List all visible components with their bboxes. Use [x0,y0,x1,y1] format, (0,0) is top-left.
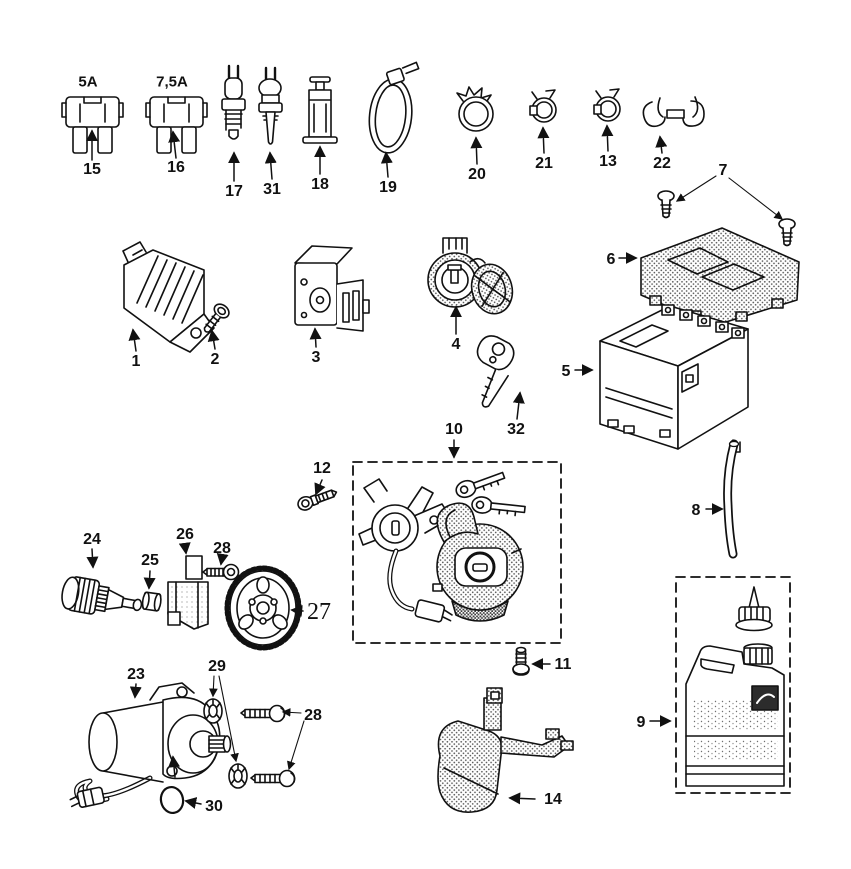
part-ecu-cover-6 [640,227,800,327]
part-screw-28a [202,563,240,581]
part-fuse-16 [145,96,208,154]
part-drain-tube-8 [723,439,740,559]
part-spare-keys [455,471,526,517]
part-key-32 [476,335,515,408]
part-clamp-13 [593,88,621,122]
part-sensor-31 [258,66,283,145]
callout-arrows [86,124,784,809]
part-holder-bracket-14 [437,687,574,813]
part-screw-28b-1 [240,704,286,723]
part-screw-28b-2 [250,769,296,788]
part-ignition-switch [358,478,453,623]
part-power-socket-4 [427,237,514,315]
part-clamp-21 [529,89,557,123]
part-screw-11 [512,646,530,676]
part-screw-2 [203,303,230,333]
part-bracket-26 [167,555,209,630]
part-oring-30 [159,785,185,815]
part-oil-bottle-9 [685,586,785,787]
part-washer-29b [228,763,248,789]
part-screw-12 [297,489,338,511]
part-cable-tie-19 [368,61,420,154]
part-fuel-cap [432,502,524,622]
part-sensor-17 [221,64,246,140]
part-wire-clip-22 [642,96,705,128]
part-regulator-1 [122,241,215,353]
part-bushing-25 [141,591,162,612]
part-driven-gear-27 [224,565,302,651]
part-clamp-20 [456,86,494,132]
part-starter-clutch-24 [61,576,143,615]
part-fuse-15 [61,96,124,154]
part-battery-5 [599,304,749,453]
part-washer-29a [203,698,223,724]
part-screw-7b [778,218,796,247]
part-relay-3 [294,245,370,332]
part-screw-7a [657,190,675,219]
part-grease-tube-18 [302,76,338,144]
